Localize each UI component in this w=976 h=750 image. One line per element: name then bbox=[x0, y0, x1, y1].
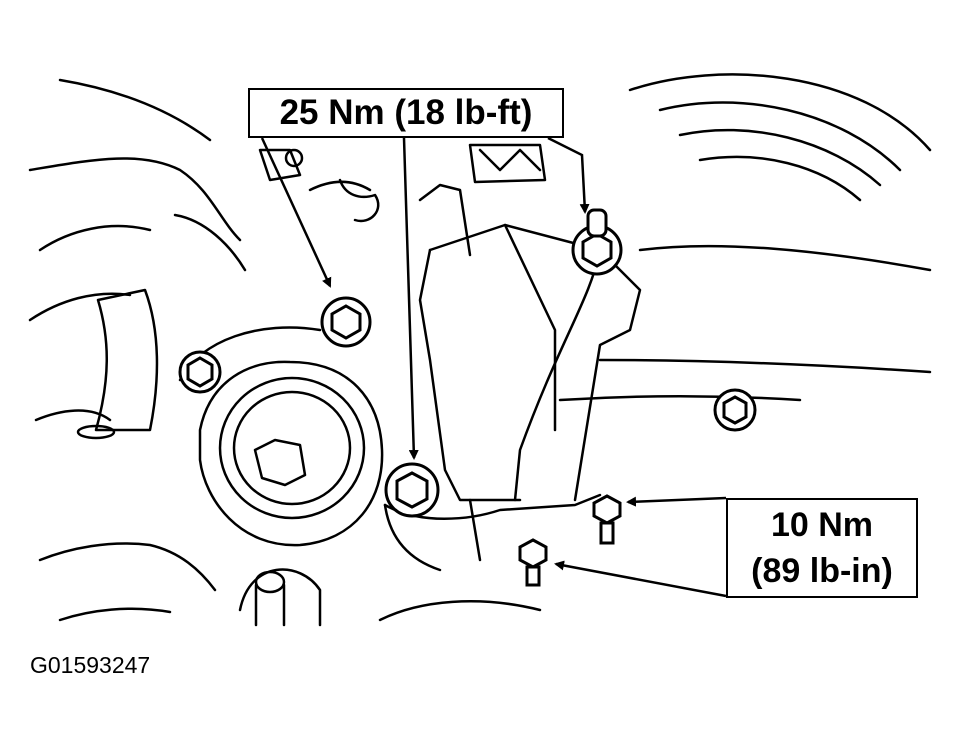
leader-right-to-small-bolt-upper bbox=[626, 496, 727, 507]
leader-top-to-top-right-bolt bbox=[547, 136, 590, 214]
leader-right-to-small-bolt-lower bbox=[554, 560, 727, 598]
small-bolt-upper-icon bbox=[592, 494, 622, 545]
torque-callout-10nm: 10 Nm (89 lb-in) bbox=[726, 498, 918, 598]
small-bolt-lower-icon bbox=[518, 538, 548, 587]
bolt-heads bbox=[178, 208, 757, 587]
leader-top-to-lower-center-bolt bbox=[402, 137, 419, 460]
bolt-head-center-left-icon bbox=[320, 296, 372, 348]
bolt-head-far-right-icon bbox=[713, 388, 757, 432]
torque-callout-25nm-text: 25 Nm (18 lb-ft) bbox=[279, 93, 533, 132]
torque-callout-10nm-line1: 10 Nm bbox=[770, 506, 874, 544]
torque-callout-10nm-line2: (89 lb-in) bbox=[751, 552, 893, 590]
callout-leader-lines bbox=[260, 136, 727, 598]
leader-top-to-center-left-bolt bbox=[260, 137, 332, 288]
torque-callout-25nm: 25 Nm (18 lb-ft) bbox=[248, 88, 564, 138]
figure-id-label: G01593247 bbox=[30, 652, 151, 678]
bolt-head-top-right-icon bbox=[571, 208, 623, 276]
bolt-head-upper-left-icon bbox=[178, 350, 222, 394]
bolt-head-lower-center-icon bbox=[384, 462, 440, 518]
